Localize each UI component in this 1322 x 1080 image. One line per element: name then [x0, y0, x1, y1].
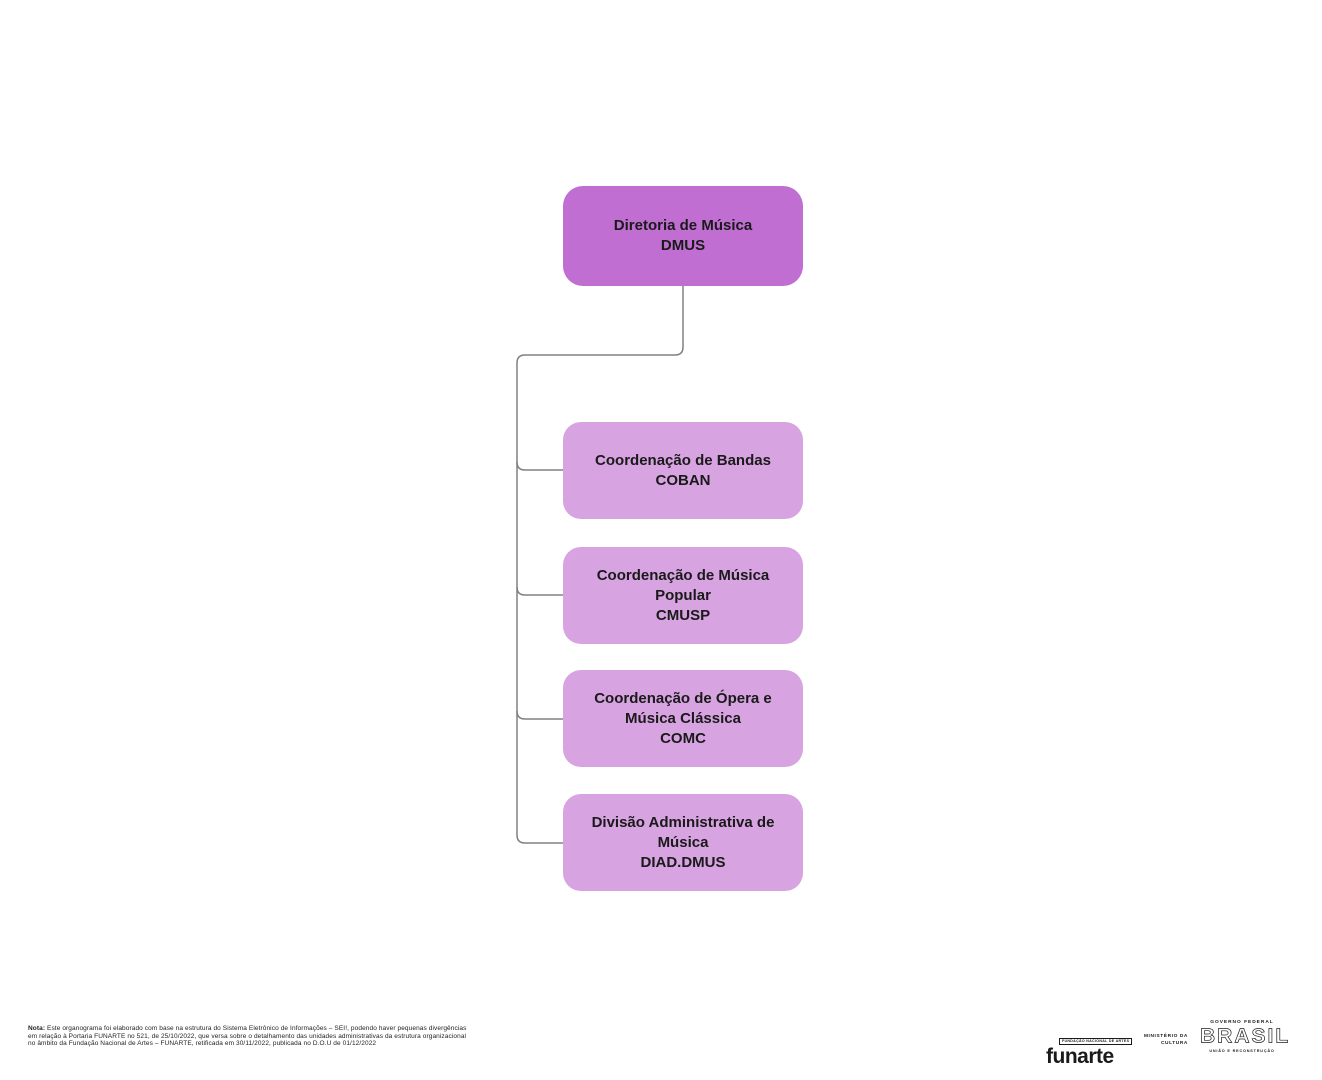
org-node-code: DMUS — [660, 237, 706, 254]
org-node-diad: Divisão Administrativa de Música DIAD.DM… — [563, 794, 803, 891]
governo-federal-logo: GOVERNO FEDERAL BRASIL UNIÃO E RECONSTRU… — [1200, 1020, 1291, 1053]
org-node-code: COMC — [660, 729, 706, 747]
org-node-title: Coordenação de Ópera e Música Clássica — [594, 689, 772, 727]
org-node-code: DIAD.DMUS — [640, 853, 726, 871]
org-node-title: Diretoria de Música — [613, 217, 753, 234]
org-node-title: Coordenação de Bandas — [595, 451, 771, 469]
funarte-logo: FUNDAÇÃO NACIONAL DE ARTES funarte — [1046, 1029, 1133, 1068]
ministerio-line1: MINISTÉRIO DA — [1143, 1034, 1188, 1039]
footnote-line3: âmbito da Fundação Nacional de Artes – F… — [37, 1040, 377, 1048]
ministerio-line2: CULTURA — [1160, 1040, 1188, 1046]
org-node-cmusp: Coordenação de Música Popular CMUSP — [563, 547, 803, 644]
footnote-line2: relação à Portaria FUNARTE no 521, de 25… — [28, 1032, 467, 1048]
footnote-label: Nota: — [28, 1025, 46, 1032]
org-node-title: Divisão Administrativa de Música — [591, 813, 775, 851]
org-node-coban: Coordenação de Bandas COBAN — [563, 422, 803, 519]
connector-branch-comc — [516, 710, 563, 720]
funarte-logo-top-text: FUNDAÇÃO NACIONAL DE ARTES — [1059, 1037, 1133, 1045]
brasil-wordmark: BRASIL — [1200, 1025, 1291, 1048]
footnote-line1: Este organograma foi elaborado com base … — [28, 1025, 467, 1040]
connector-branch-coban — [516, 461, 563, 471]
org-node-dmus: Diretoria de Música DMUS — [563, 186, 803, 286]
org-node-title: Coordenação de Música Popular — [596, 566, 770, 604]
funarte-logo-wordmark: funarte — [1046, 1045, 1114, 1068]
connector-branch-cmusp — [516, 586, 563, 596]
governo-federal-top-text: GOVERNO FEDERAL — [1210, 1020, 1274, 1025]
org-node-code: COBAN — [655, 471, 711, 489]
footnote: Nota: Este organograma foi elaborado com… — [28, 1025, 473, 1048]
ministerio-cultura-logo: MINISTÉRIO DA CULTURA — [1136, 1034, 1188, 1047]
connector-branch-diad — [516, 834, 563, 844]
governo-federal-bottom-text: UNIÃO E RECONSTRUÇÃO — [1209, 1049, 1275, 1053]
org-node-comc: Coordenação de Ópera e Música Clássica C… — [563, 670, 803, 767]
org-node-code: CMUSP — [655, 606, 711, 624]
footer-logos: FUNDAÇÃO NACIONAL DE ARTES funarte MINIS… — [1040, 1018, 1290, 1070]
